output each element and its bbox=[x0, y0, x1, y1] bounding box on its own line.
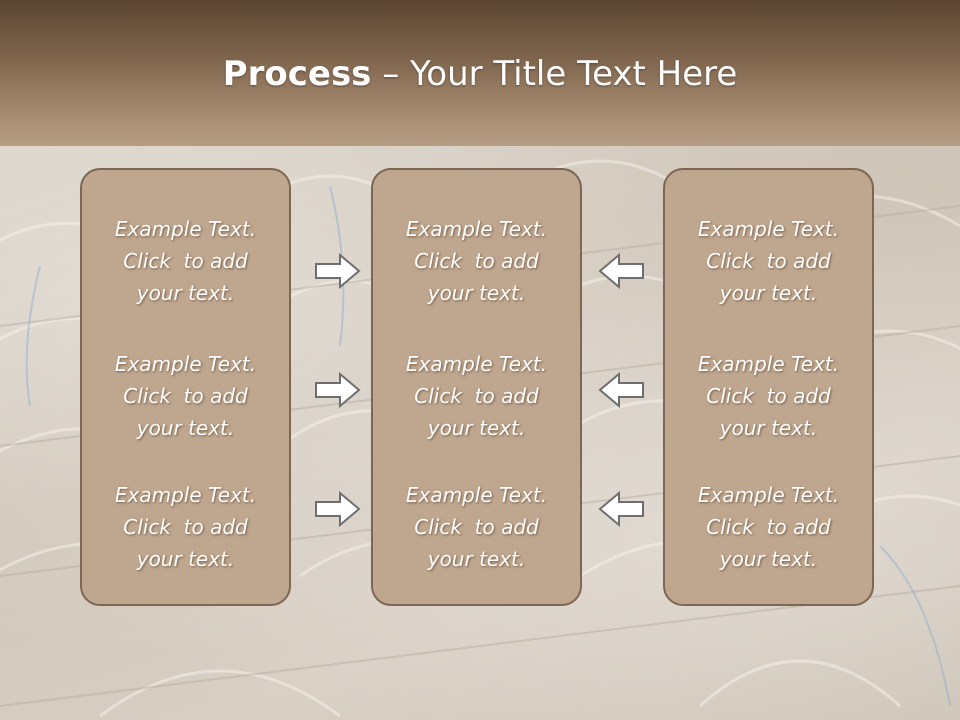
text-line: Click to add bbox=[706, 384, 831, 408]
right-arrow-icon bbox=[315, 252, 361, 290]
text-block[interactable]: Example Text. Click to add your text. bbox=[82, 479, 289, 575]
text-line: Click to add bbox=[123, 384, 248, 408]
title-bar bbox=[0, 0, 960, 146]
text-line: your text. bbox=[719, 281, 818, 305]
text-line: Click to add bbox=[414, 515, 539, 539]
text-line: Click to add bbox=[414, 249, 539, 273]
text-line: Click to add bbox=[123, 249, 248, 273]
text-line: Example Text. bbox=[405, 217, 548, 241]
text-line: Example Text. bbox=[405, 352, 548, 376]
text-line: your text. bbox=[136, 547, 235, 571]
text-line: your text. bbox=[719, 416, 818, 440]
text-line: Example Text. bbox=[405, 483, 548, 507]
title-rest: – Your Title Text Here bbox=[371, 54, 738, 94]
text-line: Example Text. bbox=[697, 483, 840, 507]
text-line: your text. bbox=[427, 281, 526, 305]
text-block[interactable]: Example Text. Click to add your text. bbox=[82, 213, 289, 309]
text-line: your text. bbox=[719, 547, 818, 571]
title-bold: Process bbox=[222, 54, 372, 94]
process-box-3[interactable]: Example Text. Click to add your text. Ex… bbox=[663, 168, 874, 606]
process-box-1[interactable]: Example Text. Click to add your text. Ex… bbox=[80, 168, 291, 606]
text-block[interactable]: Example Text. Click to add your text. bbox=[373, 348, 580, 444]
text-line: your text. bbox=[136, 281, 235, 305]
text-block[interactable]: Example Text. Click to add your text. bbox=[665, 479, 872, 575]
text-line: Click to add bbox=[123, 515, 248, 539]
text-block[interactable]: Example Text. Click to add your text. bbox=[665, 348, 872, 444]
text-line: your text. bbox=[427, 547, 526, 571]
text-line: Click to add bbox=[706, 515, 831, 539]
text-line: Example Text. bbox=[114, 483, 257, 507]
text-block[interactable]: Example Text. Click to add your text. bbox=[82, 348, 289, 444]
text-line: Example Text. bbox=[114, 352, 257, 376]
right-arrow-icon bbox=[315, 371, 361, 409]
process-box-2[interactable]: Example Text. Click to add your text. Ex… bbox=[371, 168, 582, 606]
left-arrow-icon bbox=[598, 371, 644, 409]
left-arrow-icon bbox=[598, 490, 644, 528]
slide-title[interactable]: Process – Your Title Text Here bbox=[0, 52, 960, 96]
right-arrow-icon bbox=[315, 490, 361, 528]
text-line: Example Text. bbox=[697, 217, 840, 241]
text-block[interactable]: Example Text. Click to add your text. bbox=[373, 479, 580, 575]
text-line: Click to add bbox=[414, 384, 539, 408]
text-line: your text. bbox=[427, 416, 526, 440]
text-line: your text. bbox=[136, 416, 235, 440]
text-line: Example Text. bbox=[114, 217, 257, 241]
text-line: Example Text. bbox=[697, 352, 840, 376]
left-arrow-icon bbox=[598, 252, 644, 290]
text-line: Click to add bbox=[706, 249, 831, 273]
text-block[interactable]: Example Text. Click to add your text. bbox=[665, 213, 872, 309]
text-block[interactable]: Example Text. Click to add your text. bbox=[373, 213, 580, 309]
